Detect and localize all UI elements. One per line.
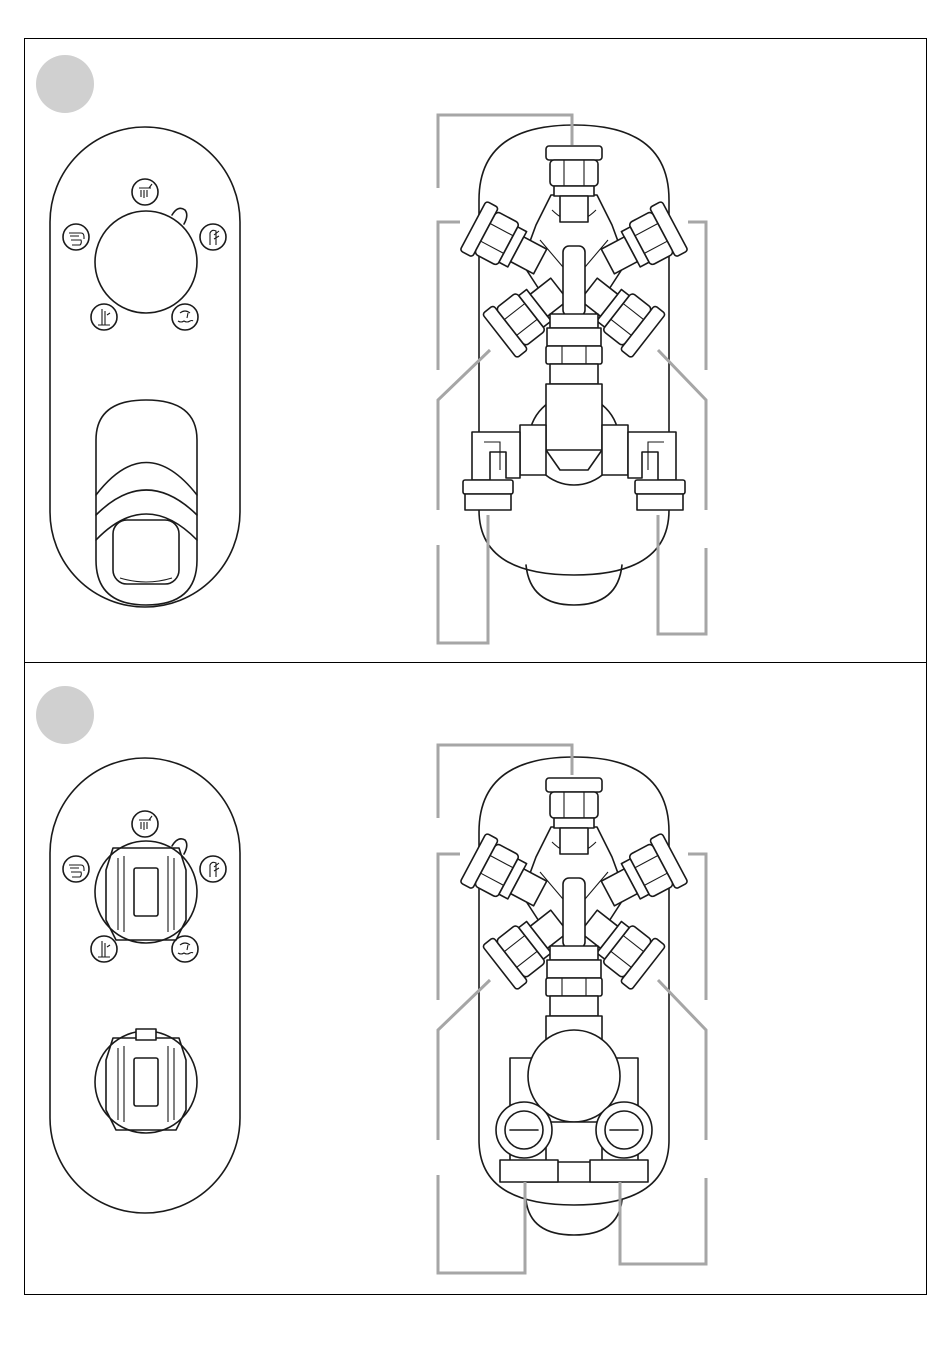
diverter-knob[interactable]	[95, 211, 197, 313]
step-badge-1	[36, 55, 94, 113]
panel-1-drawing	[36, 55, 706, 643]
panel-2-drawing	[36, 686, 706, 1273]
temperature-knob[interactable]	[95, 1029, 197, 1133]
diverter-knob-2[interactable]	[95, 839, 197, 943]
right-outlet-elbow	[602, 425, 685, 510]
thermostatic-cartridge-block	[496, 1016, 652, 1182]
step-badge-2	[36, 686, 94, 744]
left-outlet-elbow	[463, 425, 546, 510]
mixer-lever-handle[interactable]	[96, 400, 197, 605]
